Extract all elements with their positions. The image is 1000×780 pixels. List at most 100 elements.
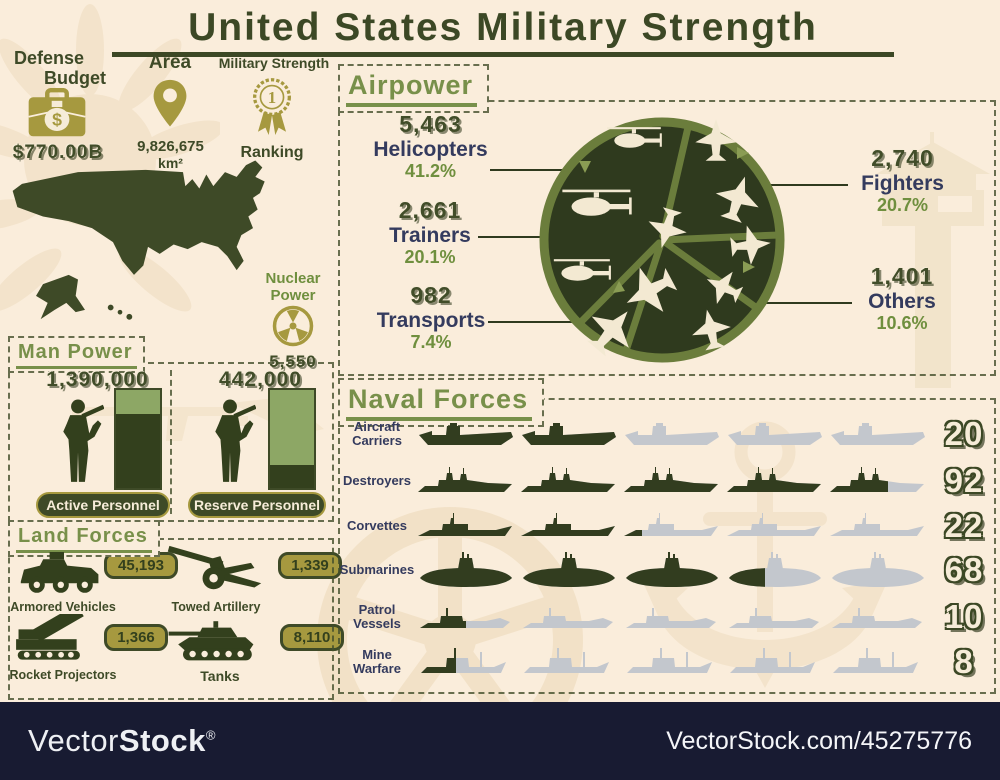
naval-row-label: Mine Warfare: [353, 646, 401, 676]
rocket-projectors-badge: 1,366: [104, 624, 168, 651]
naval-row-count: 92: [944, 462, 984, 499]
reserve-personnel-bar-fill: [270, 465, 314, 488]
naval-row-label: Submarines: [339, 561, 415, 577]
destroyer-ship-icon: [519, 461, 619, 501]
destroyer-ship-icon: [828, 461, 928, 501]
transports-callout-line: [488, 321, 585, 323]
active-personnel-badge: Active Personnel: [36, 492, 170, 518]
airpower-header-box: Airpower: [338, 64, 490, 113]
towed-artillery-badge: 1,339: [278, 552, 342, 579]
fighters-callout-line: [762, 184, 848, 186]
naval-row-count: 8: [954, 643, 974, 680]
mine-ship-icon: [828, 642, 928, 682]
naval-row-aircraft-carriers: Aircraft Carriers 20: [340, 412, 994, 456]
naval-row-destroyers: Destroyers 92: [340, 459, 994, 503]
airpower-fighters-callout: 2,740 Fighters 20.7%: [845, 145, 960, 216]
defense-budget-label-line1: Defense: [14, 48, 85, 68]
armored-vehicle-icon: [20, 552, 99, 593]
tank-icon: [168, 621, 254, 661]
briefcase-money-icon: $: [28, 88, 86, 137]
reserve-soldier-silhouette: [204, 398, 256, 486]
submarine-ship-icon: [416, 550, 516, 590]
carrier-ship-icon: [416, 414, 516, 454]
naval-row-label: Patrol Vessels: [353, 601, 401, 631]
vectorstock-logo: VectorStock®: [28, 723, 216, 759]
airpower-others-callout: 1,401 Others 10.6%: [848, 263, 956, 334]
page-title: United States Military Strength: [112, 6, 894, 57]
naval-row-patrol-vessels: Patrol Vessels 10: [340, 595, 994, 639]
corvette-ship-icon: [725, 506, 825, 546]
patrol-ship-icon: [622, 597, 722, 637]
helicopters-label: Helicopters: [373, 137, 488, 161]
land-forces-header-box: Land Forces: [8, 520, 160, 557]
brand-light: Vector: [28, 723, 119, 758]
others-callout-line: [766, 302, 852, 304]
vectorstock-url: VectorStock.com/45275776: [666, 726, 972, 755]
naval-row-label: Destroyers: [343, 472, 411, 488]
trainers-value: 2,661: [398, 197, 462, 223]
naval-row-corvettes: Corvettes 22: [340, 504, 994, 548]
naval-row-count: 20: [944, 415, 984, 452]
airpower-transports-callout: 982 Transports 7.4%: [372, 282, 490, 352]
towed-artillery-label: Towed Artillery: [171, 600, 261, 614]
nuclear-power-label-line2: Power: [270, 287, 316, 304]
patrol-ship-icon: [725, 597, 825, 637]
mine-ship-icon: [416, 642, 516, 682]
helicopters-value: 5,463: [399, 111, 462, 137]
military-strength-label: Military Strength: [218, 55, 330, 71]
naval-forces-header-box: Naval Forces: [338, 378, 545, 427]
corvette-ship-icon: [519, 506, 619, 546]
naval-row-mine-warfare: Mine Warfare 8: [340, 640, 994, 684]
rocket-projectors-label: Rocket Projectors: [9, 668, 117, 682]
naval-row-count: 22: [944, 507, 984, 544]
manpower-header-box: Man Power: [8, 336, 145, 373]
corvette-ship-icon: [416, 506, 516, 546]
corvette-ship-icon: [828, 506, 928, 546]
brand-bold: Stock: [118, 723, 206, 758]
fighters-value: 2,740: [871, 145, 934, 171]
naval-row-count: 10: [944, 598, 984, 635]
tanks-label: Tanks: [200, 668, 240, 684]
defense-budget-label-line2: Budget: [44, 68, 106, 88]
airpower-box: [338, 100, 996, 376]
helicopters-pct: 41.2%: [404, 161, 457, 182]
patrol-ship-icon: [828, 597, 928, 637]
trainers-label: Trainers: [389, 223, 471, 247]
trainers-pct: 20.1%: [404, 247, 456, 268]
naval-row-label: Corvettes: [347, 517, 407, 533]
radiation-icon: [272, 305, 314, 347]
naval-row-count: 68: [944, 551, 984, 588]
reserve-personnel-badge: Reserve Personnel: [188, 492, 326, 518]
usa-map-silhouette: [12, 160, 265, 320]
airpower-pie-chart: [539, 117, 785, 365]
naval-row-ships: [416, 461, 932, 501]
others-value: 1,401: [870, 263, 934, 289]
map-pin-icon: [153, 79, 187, 127]
destroyer-ship-icon: [725, 461, 825, 501]
reserve-personnel-value: 442,000: [219, 368, 302, 391]
area-value: 9,826,675: [137, 138, 204, 155]
patrol-ship-icon: [519, 597, 619, 637]
naval-row-submarines: Submarines 68: [340, 548, 994, 592]
others-pct: 10.6%: [876, 313, 928, 334]
patrol-ship-icon: [416, 597, 516, 637]
corvette-ship-icon: [622, 506, 722, 546]
naval-row-label: Aircraft Carriers: [352, 418, 402, 448]
naval-row-ships: [416, 642, 932, 682]
military-strength-caption: Ranking: [240, 144, 304, 161]
fighters-pct: 20.7%: [876, 195, 929, 216]
nuclear-power-label-line1: Nuclear: [265, 270, 321, 287]
submarine-ship-icon: [519, 550, 619, 590]
trainers-callout-line: [478, 236, 568, 238]
land-forces-heading: Land Forces: [16, 524, 152, 553]
mine-ship-icon: [725, 642, 825, 682]
rocket-projector-icon: [16, 614, 84, 660]
reserve-personnel-bar: [268, 388, 316, 490]
manpower-divider: [170, 370, 172, 514]
airpower-helicopters-callout: 5,463 Helicopters 41.2%: [368, 111, 493, 182]
nuclear-power-value: 5,550: [269, 352, 317, 371]
transports-value: 982: [410, 282, 452, 308]
medal-rank-number: 1: [268, 88, 276, 107]
brand-reg: ®: [205, 727, 216, 743]
